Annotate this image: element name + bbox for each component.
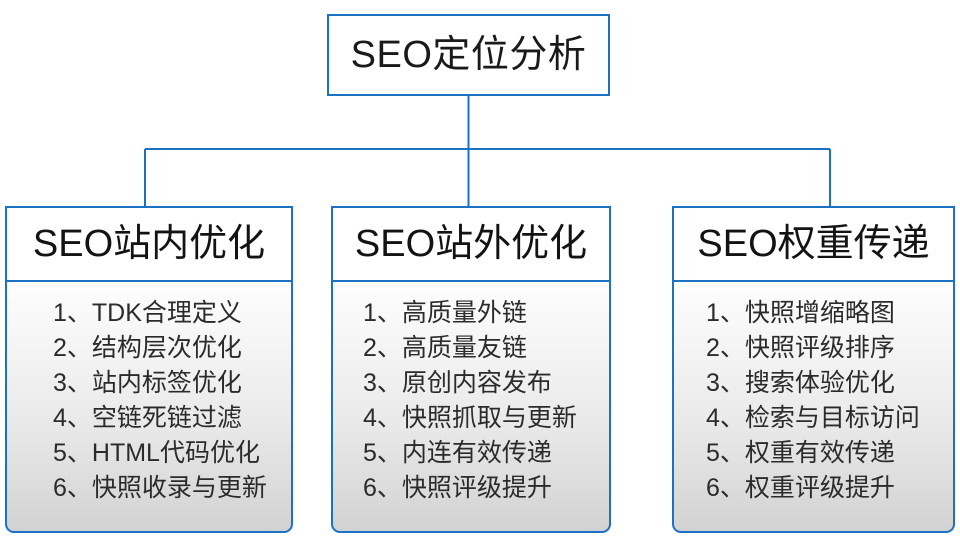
branch-header-0[interactable]: SEO站内优化 xyxy=(5,206,293,282)
branch-body-2: 1、快照增缩略图 2、快照评级排序 3、搜索体验优化 4、检索与目标访问 5、权… xyxy=(672,281,955,533)
list-item: 1、高质量外链 xyxy=(363,299,527,327)
branch-title-0: SEO站内优化 xyxy=(32,223,266,265)
list-item: 5、HTML代码优化 xyxy=(53,439,260,467)
branch-item-list-1: 1、高质量外链 2、高质量友链 3、原创内容发布 4、快照抓取与更新 5、内连有… xyxy=(333,296,609,506)
list-item: 3、搜索体验优化 xyxy=(706,369,895,397)
list-item: 3、站内标签优化 xyxy=(53,369,242,397)
list-item: 2、快照评级排序 xyxy=(706,334,895,362)
root-node-title: SEO定位分析 xyxy=(350,34,587,76)
list-item: 4、快照抓取与更新 xyxy=(363,404,577,432)
branch-body-1: 1、高质量外链 2、高质量友链 3、原创内容发布 4、快照抓取与更新 5、内连有… xyxy=(331,281,611,533)
list-item: 1、快照增缩略图 xyxy=(706,299,895,327)
branch-header-2[interactable]: SEO权重传递 xyxy=(672,206,955,282)
list-item: 6、快照评级提升 xyxy=(363,474,552,502)
list-item: 4、检索与目标访问 xyxy=(706,404,920,432)
branch-column-seo-weight: SEO权重传递 1、快照增缩略图 2、快照评级排序 3、搜索体验优化 4、检索与… xyxy=(672,206,955,533)
list-item: 5、权重有效传递 xyxy=(706,439,895,467)
branch-column-seo-offsite: SEO站外优化 1、高质量外链 2、高质量友链 3、原创内容发布 4、快照抓取与… xyxy=(331,206,611,533)
list-item: 2、高质量友链 xyxy=(363,334,527,362)
list-item: 2、结构层次优化 xyxy=(53,334,242,362)
branch-item-list-0: 1、TDK合理定义 2、结构层次优化 3、站内标签优化 4、空链死链过滤 5、H… xyxy=(7,296,291,506)
branch-header-1[interactable]: SEO站外优化 xyxy=(331,206,611,282)
list-item: 4、空链死链过滤 xyxy=(53,404,242,432)
list-item: 1、TDK合理定义 xyxy=(53,299,242,327)
list-item: 6、快照收录与更新 xyxy=(53,474,267,502)
branch-column-seo-onsite: SEO站内优化 1、TDK合理定义 2、结构层次优化 3、站内标签优化 4、空链… xyxy=(5,206,293,533)
branch-item-list-2: 1、快照增缩略图 2、快照评级排序 3、搜索体验优化 4、检索与目标访问 5、权… xyxy=(674,296,953,506)
branch-title-2: SEO权重传递 xyxy=(697,223,930,265)
branch-body-0: 1、TDK合理定义 2、结构层次优化 3、站内标签优化 4、空链死链过滤 5、H… xyxy=(5,281,293,533)
list-item: 3、原创内容发布 xyxy=(363,369,552,397)
root-node[interactable]: SEO定位分析 xyxy=(327,14,610,96)
branch-title-1: SEO站外优化 xyxy=(354,223,588,265)
list-item: 5、内连有效传递 xyxy=(363,439,552,467)
list-item: 6、权重评级提升 xyxy=(706,474,895,502)
